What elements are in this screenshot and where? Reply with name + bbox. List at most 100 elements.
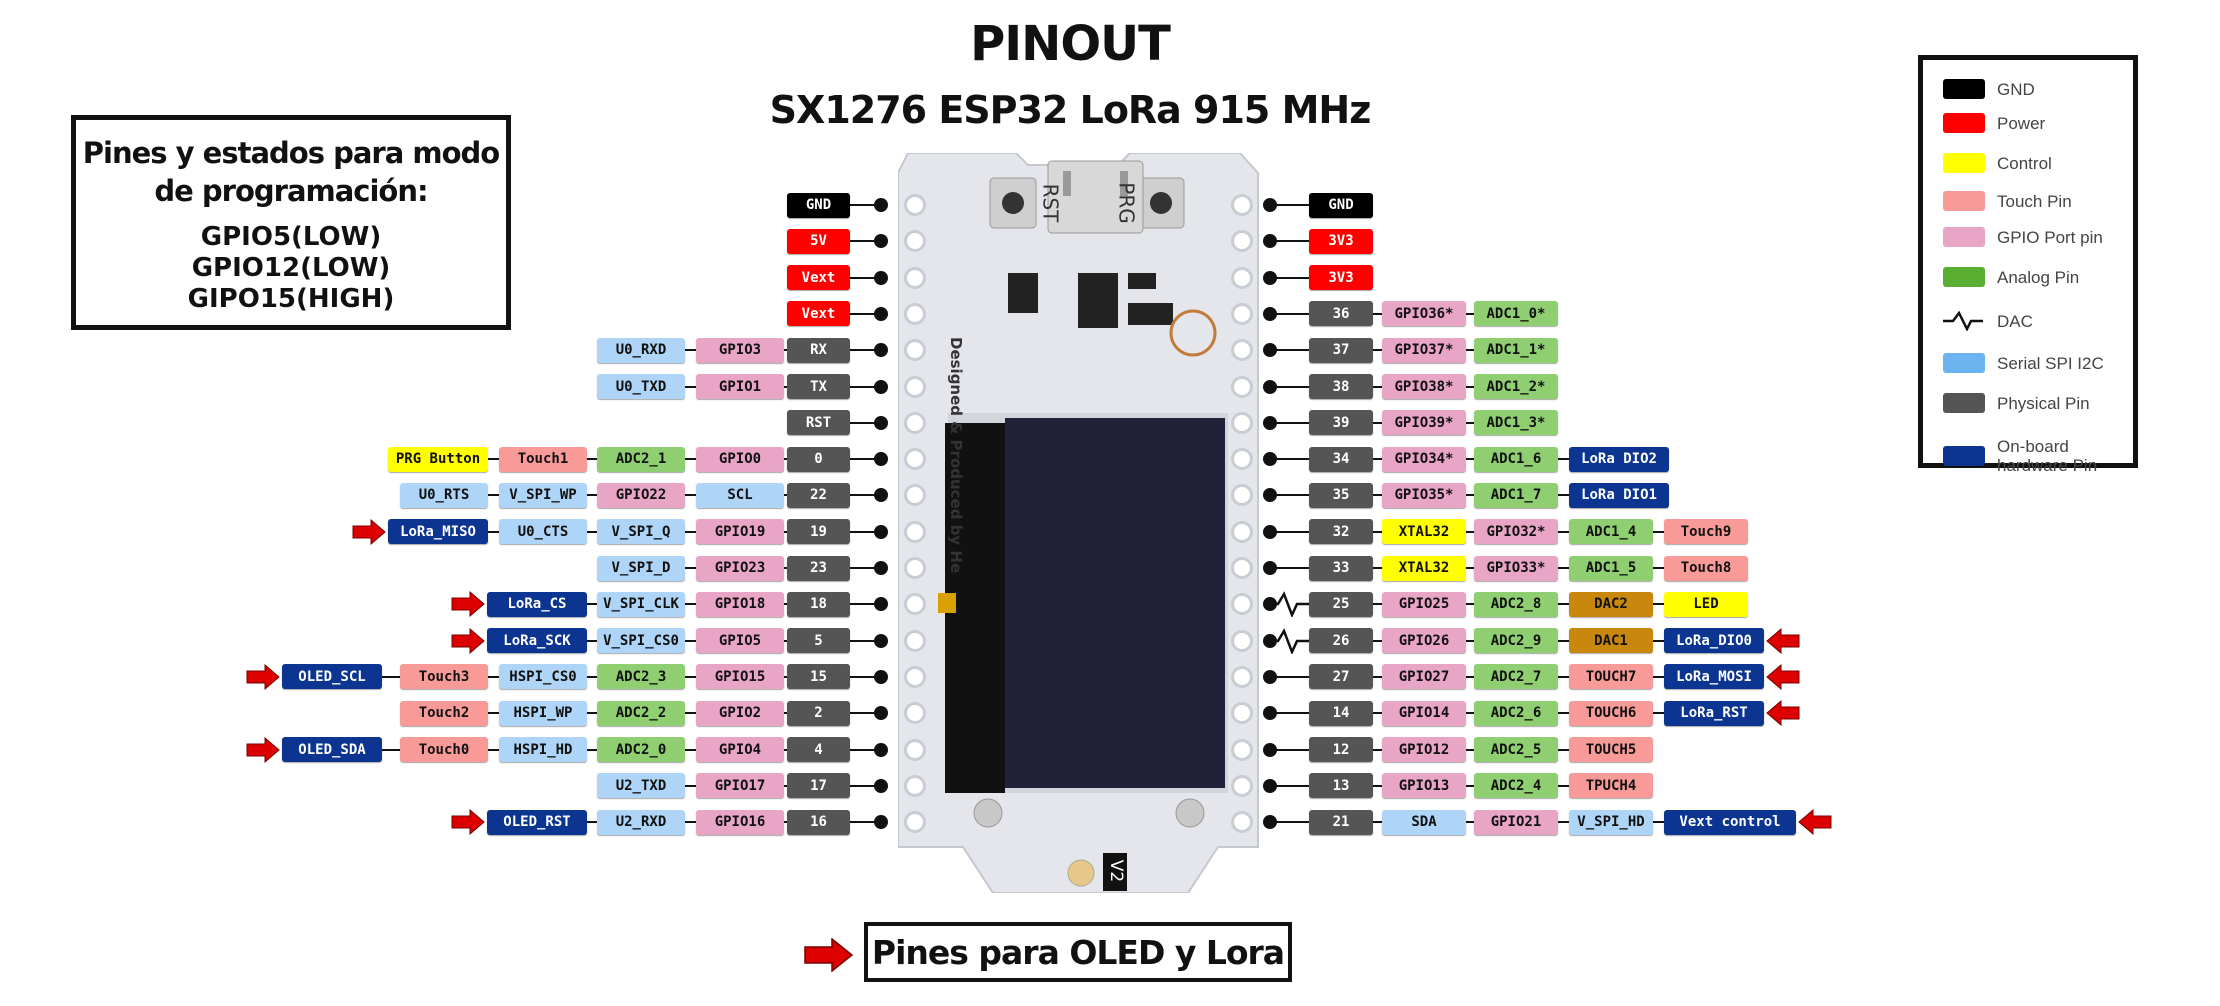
physical-pin-label: 19: [787, 519, 850, 545]
header-hole: [904, 266, 926, 289]
gpio-label: GPIO32*: [1474, 519, 1558, 545]
physical-pin-label: 34: [1309, 446, 1373, 472]
header-hole: [904, 702, 926, 725]
red-arrow-icon: [804, 938, 854, 972]
connector-line: [1466, 603, 1474, 606]
physical-pin-label: 0: [787, 446, 850, 472]
connector-line: [1558, 458, 1569, 461]
connector-line: [587, 494, 597, 497]
legend-swatch: [1943, 446, 1985, 466]
connector-line: [1373, 494, 1382, 497]
header-hole: [1231, 302, 1253, 325]
pin-lead: [847, 567, 881, 569]
touch-label: Touch0: [400, 737, 488, 762]
pin-lead: [847, 312, 881, 315]
physical-pin-label: 32: [1309, 519, 1373, 545]
physical-pin-label: TX: [787, 374, 850, 399]
connector-line: [784, 458, 787, 461]
pin-dot: [874, 379, 888, 394]
analog-label: ADC2_3: [597, 664, 685, 690]
analog-label: ADC1_7: [1474, 482, 1558, 508]
connector-line: [1558, 639, 1569, 642]
connector-line: [587, 675, 597, 678]
pin-lead: [1270, 204, 1309, 206]
connector-line: [784, 675, 787, 678]
connector-line: [1466, 821, 1474, 824]
pin-dot: [874, 488, 888, 503]
dac-wave-icon: [1270, 591, 1310, 618]
touch-label: Touch9: [1664, 519, 1748, 545]
connector-line: [1653, 603, 1664, 606]
legend-label: GPIO Port pin: [1997, 227, 2103, 247]
red-arrow-icon: [352, 518, 386, 545]
header-hole: [904, 375, 926, 398]
pin-lead: [1270, 240, 1309, 243]
touch-label: Touch8: [1664, 555, 1748, 581]
connector-line: [1558, 748, 1569, 751]
physical-pin-label: 37: [1309, 337, 1373, 363]
pin-dot: [874, 778, 888, 793]
gpio-label: GPIO14: [1382, 700, 1466, 726]
legend-item: Analog Pin: [1943, 267, 2117, 287]
connector-line: [1373, 821, 1382, 824]
header-hole: [1231, 448, 1253, 471]
serial-label: V_SPI_CS0: [597, 628, 685, 654]
onboard-pin-label: LoRa DIO2: [1569, 446, 1669, 472]
pin-lead: [847, 821, 881, 824]
connector-line: [784, 821, 787, 824]
legend-swatch: [1943, 227, 1985, 247]
legend-swatch: [1943, 267, 1985, 287]
connector-line: [1653, 821, 1664, 824]
red-arrow-icon: [1766, 663, 1800, 690]
pin-lead: [1270, 276, 1309, 279]
connector-line: [685, 603, 696, 606]
pin-lead: [847, 603, 881, 606]
analog-label: ADC2_4: [1474, 773, 1558, 799]
serial-label: V_SPI_WP: [499, 482, 587, 508]
connector-line: [1653, 530, 1664, 533]
connector-line: [587, 458, 597, 461]
gpio-label: GPIO39*: [1382, 410, 1466, 436]
onboard-pin-label: Vext control: [1664, 809, 1796, 835]
connector-line: [1653, 639, 1664, 642]
esp32-lora-board-image: RST PRG Designed & Produced by He V2: [897, 152, 1260, 894]
header-hole: [1231, 774, 1253, 797]
legend-swatch: [1943, 79, 1985, 99]
connector-line: [1466, 530, 1474, 533]
legend-swatch: [1943, 191, 1985, 211]
prg-silkscreen: PRG: [1114, 182, 1139, 224]
physical-pin-label: RST: [787, 410, 850, 436]
pin-dot: [874, 270, 888, 285]
connector-line: [1558, 821, 1569, 824]
page-title: PINOUT: [970, 16, 1171, 72]
red-arrow-icon: [451, 809, 485, 836]
header-hole: [1231, 520, 1253, 543]
gpio-label: GPIO17: [696, 773, 784, 799]
connector-line: [685, 385, 696, 388]
onboard-pin-label: LoRa_RST: [1664, 700, 1764, 726]
physical-pin-label: RX: [787, 337, 850, 363]
gpio-label: GPIO35*: [1382, 482, 1466, 508]
physical-pin-label: 36: [1309, 301, 1373, 327]
legend-item: DAC: [1943, 311, 2117, 331]
header-hole: [904, 339, 926, 362]
analog-label: ADC1_6: [1474, 446, 1558, 472]
physical-pin-label: 27: [1309, 664, 1373, 690]
gnd-label: GND: [1309, 192, 1373, 218]
legend-item: GPIO Port pin: [1943, 227, 2117, 247]
gnd-label: GND: [787, 192, 850, 218]
pin-dot: [874, 524, 888, 539]
connector-line: [1466, 312, 1474, 315]
connector-line: [382, 748, 400, 751]
pin-lead: [847, 349, 881, 352]
onboard-pin-label: LoRa_MOSI: [1664, 664, 1764, 690]
pin-dot: [874, 706, 888, 721]
onboard-pin-label: LoRa_MISO: [388, 519, 488, 545]
pin-lead: [1270, 421, 1309, 424]
physical-pin-label: 26: [1309, 628, 1373, 654]
connector-line: [587, 530, 597, 533]
red-arrow-icon: [1798, 809, 1832, 836]
serial-label: HSPI_HD: [499, 737, 587, 762]
gpio-label: GPIO36*: [1382, 301, 1466, 327]
version-label: V2: [1106, 859, 1127, 883]
